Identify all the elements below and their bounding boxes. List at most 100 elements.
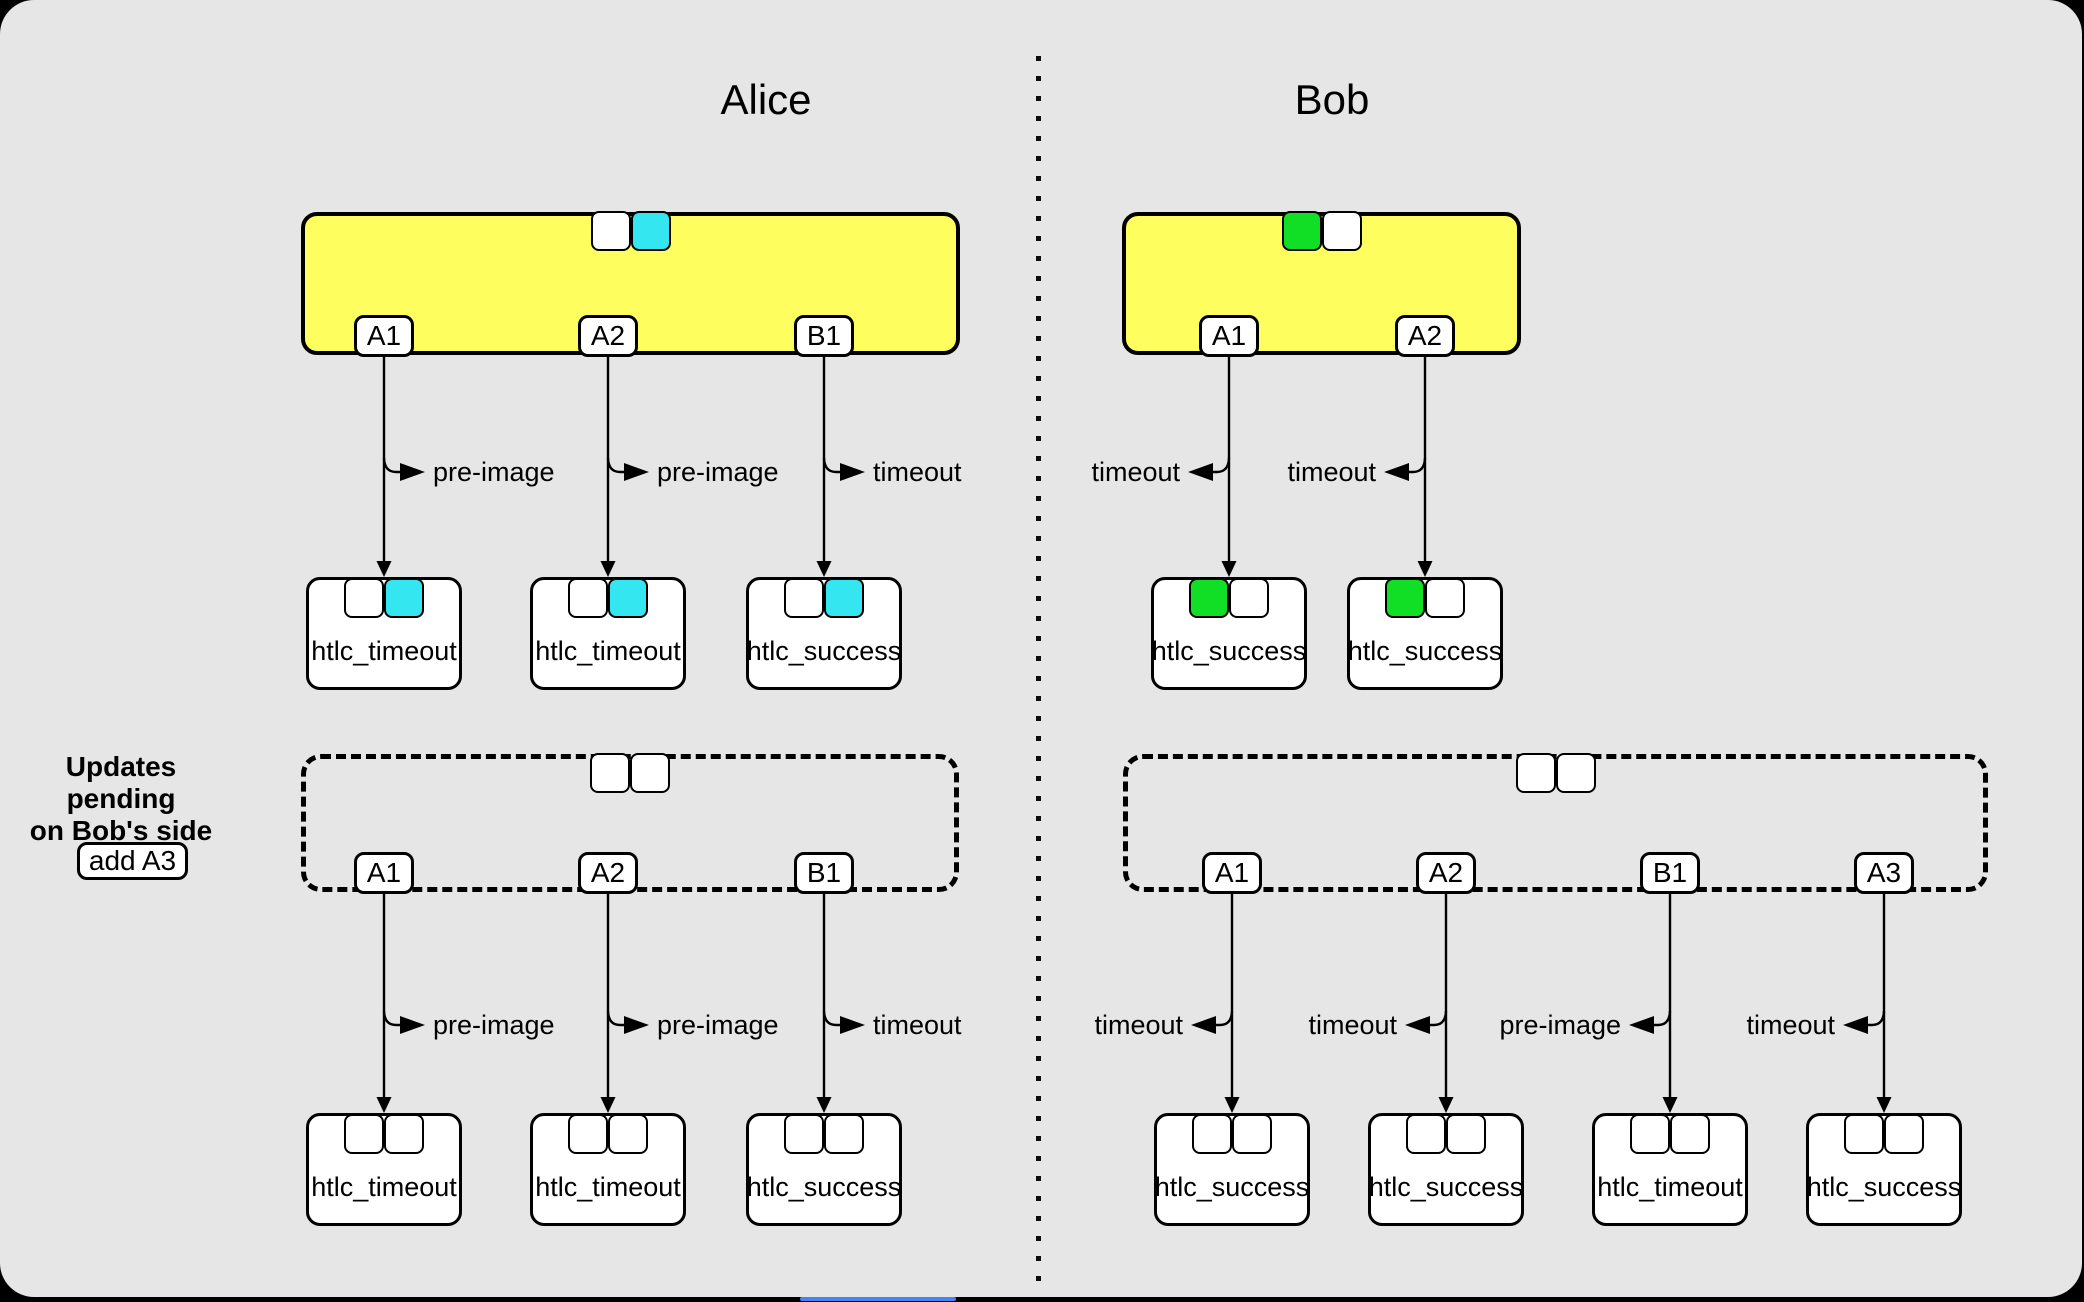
htlc-square-white xyxy=(1844,1114,1884,1154)
htlc-tx-name: htlc_success xyxy=(746,636,902,666)
htlc-square-cyan xyxy=(608,578,648,618)
htlc-square-green xyxy=(1385,578,1425,618)
claim-label: timeout xyxy=(1091,456,1180,487)
claim-label: pre-image xyxy=(433,1009,555,1040)
htlc-square-white xyxy=(608,1114,648,1154)
htlc-square-cyan xyxy=(824,578,864,618)
htlc-square-white xyxy=(384,1114,424,1154)
bob-title: Bob xyxy=(1294,76,1370,123)
bob-commitment-current-square-green xyxy=(1281,211,1322,251)
htlc-tx-box: htlc_success xyxy=(746,1113,902,1226)
htlc-squares xyxy=(784,1114,864,1154)
tx-output-label: A2 xyxy=(578,852,638,894)
add-a3-button[interactable]: add A3 xyxy=(77,842,188,880)
htlc-tx-name: htlc_timeout xyxy=(1597,1172,1743,1202)
htlc-tx-box: htlc_success xyxy=(1368,1113,1524,1226)
bob-commitment-pending-square-white xyxy=(1515,753,1556,793)
htlc-tx-box: htlc_timeout xyxy=(306,577,462,690)
htlc-squares xyxy=(1406,1114,1486,1154)
tx-output-label: A1 xyxy=(1202,852,1262,894)
htlc-square-white xyxy=(1446,1114,1486,1154)
htlc-tx-name: htlc_timeout xyxy=(535,1172,681,1202)
alice-title: Alice xyxy=(720,76,812,123)
tx-output-label: A2 xyxy=(1416,852,1476,894)
htlc-square-white xyxy=(1229,578,1269,618)
alice-commitment-current-square-cyan xyxy=(630,211,671,251)
htlc-squares xyxy=(1192,1114,1272,1154)
alice-commitment-current-square-white xyxy=(590,211,631,251)
claim-label: pre-image xyxy=(1499,1009,1621,1040)
htlc-squares xyxy=(1385,578,1465,618)
htlc-square-white xyxy=(1232,1114,1272,1154)
annotation-line2: on Bob's side xyxy=(29,815,213,846)
spend-arrow xyxy=(600,894,649,1113)
spend-arrow xyxy=(1191,894,1240,1113)
htlc-tx-name: htlc_success xyxy=(1151,636,1307,666)
htlc-tx-box: htlc_success xyxy=(1806,1113,1962,1226)
claim-label: pre-image xyxy=(433,456,555,487)
htlc-square-white xyxy=(1192,1114,1232,1154)
tx-output-label: B1 xyxy=(794,852,854,894)
htlc-tx-name: htlc_success xyxy=(1347,636,1503,666)
htlc-square-white xyxy=(784,1114,824,1154)
claim-label: timeout xyxy=(1308,1009,1397,1040)
spend-arrow xyxy=(816,894,865,1113)
htlc-tx-name: htlc_timeout xyxy=(535,636,681,666)
htlc-square-green xyxy=(1189,578,1229,618)
claim-label: timeout xyxy=(1094,1009,1183,1040)
htlc-squares xyxy=(568,578,648,618)
htlc-tx-name: htlc_timeout xyxy=(311,636,457,666)
pending-annotation: Updates pending on Bob's side xyxy=(10,751,232,847)
claim-label: pre-image xyxy=(657,1009,779,1040)
htlc-squares xyxy=(1844,1114,1924,1154)
htlc-squares xyxy=(1630,1114,1710,1154)
htlc-square-white xyxy=(344,578,384,618)
htlc-tx-box: htlc_success xyxy=(1154,1113,1310,1226)
tx-output-label: A1 xyxy=(1199,315,1259,357)
spend-arrow xyxy=(1405,894,1454,1113)
htlc-square-white xyxy=(784,578,824,618)
tx-output-label: A2 xyxy=(1395,315,1455,357)
alice-commitment-pending-square-white xyxy=(590,753,630,793)
htlc-tx-name: htlc_timeout xyxy=(311,1172,457,1202)
htlc-tx-name: htlc_success xyxy=(746,1172,902,1202)
htlc-tx-box: htlc_timeout xyxy=(530,1113,686,1226)
htlc-tx-box: htlc_timeout xyxy=(530,577,686,690)
bob-commitment-pending-square-white xyxy=(1555,753,1596,793)
htlc-tx-box: htlc_timeout xyxy=(1592,1113,1748,1226)
htlc-square-white xyxy=(568,578,608,618)
htlc-tx-name: htlc_success xyxy=(1154,1172,1310,1202)
claim-label: timeout xyxy=(1746,1009,1835,1040)
htlc-square-white xyxy=(1670,1114,1710,1154)
spend-arrow xyxy=(1843,894,1892,1113)
tx-output-label: A1 xyxy=(354,852,414,894)
htlc-squares xyxy=(784,578,864,618)
alice-commitment-pending-square-white xyxy=(630,753,670,793)
spend-arrow xyxy=(1629,894,1678,1113)
htlc-square-white xyxy=(1406,1114,1446,1154)
spend-arrow xyxy=(376,894,425,1113)
htlc-square-white xyxy=(1425,578,1465,618)
tx-output-label: A3 xyxy=(1854,852,1914,894)
dotted-separator xyxy=(1036,56,1041,1292)
htlc-squares xyxy=(344,578,424,618)
tx-output-label: B1 xyxy=(1640,852,1700,894)
htlc-tx-box: htlc_success xyxy=(746,577,902,690)
tx-output-label: B1 xyxy=(794,315,854,357)
htlc-squares xyxy=(568,1114,648,1154)
htlc-squares xyxy=(1189,578,1269,618)
htlc-square-cyan xyxy=(384,578,424,618)
htlc-square-white xyxy=(568,1114,608,1154)
claim-label: timeout xyxy=(873,1009,962,1040)
claim-label: pre-image xyxy=(657,456,779,487)
bob-commitment-current-square-white xyxy=(1321,211,1362,251)
htlc-tx-box: htlc_success xyxy=(1151,577,1307,690)
htlc-square-white xyxy=(824,1114,864,1154)
claim-label: timeout xyxy=(1287,456,1376,487)
htlc-tx-box: htlc_timeout xyxy=(306,1113,462,1226)
tx-output-label: A1 xyxy=(354,315,414,357)
htlc-square-white xyxy=(1630,1114,1670,1154)
htlc-square-white xyxy=(344,1114,384,1154)
annotation-line1: Updates pending xyxy=(65,751,177,814)
